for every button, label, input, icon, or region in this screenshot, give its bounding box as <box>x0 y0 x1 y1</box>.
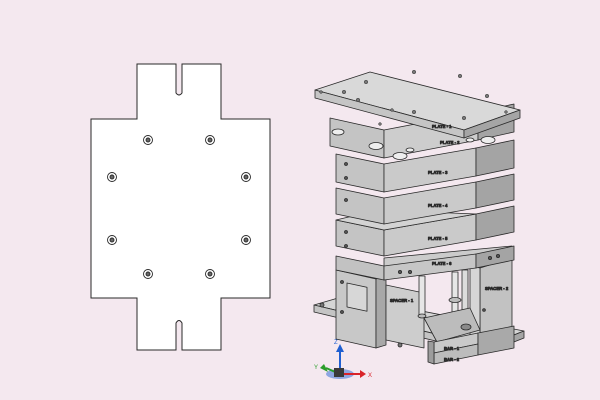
label-plate-2: PLATE - 2 <box>440 140 460 145</box>
hole-8 <box>205 269 215 279</box>
iso-mold-base[interactable]: SPACER - 2 SPACER - 1 BAR - <box>313 69 525 365</box>
top-view-outline <box>90 63 271 351</box>
label-plate-6: PLATE - 6 <box>432 261 452 266</box>
z-axis-arrow <box>336 344 344 352</box>
label-bar-1: BAR - 1 <box>444 346 460 351</box>
bottom-recess <box>423 307 481 343</box>
hole-4 <box>241 172 251 182</box>
spacer-window <box>346 282 368 312</box>
left-spacer-block <box>335 269 387 349</box>
label-plate-5: PLATE - 5 <box>428 236 448 241</box>
hole-7 <box>143 269 153 279</box>
y-axis-arrow <box>320 364 328 372</box>
guide-pin-left <box>418 275 426 317</box>
top-view-holes <box>107 135 251 279</box>
label-plate-4: PLATE - 4 <box>428 203 448 208</box>
center-spacer-block: SPACER - 1 <box>385 269 469 349</box>
plate-4: PLATE - 4 <box>335 173 515 225</box>
top-plate-holes <box>319 69 508 126</box>
triad-label-x: X <box>368 373 372 379</box>
triad-label-z: Z <box>334 340 338 346</box>
plate-1: PLATE - 1 <box>314 69 521 139</box>
triad-label-y: Y <box>314 365 318 371</box>
label-plate-1: PLATE - 1 <box>432 124 452 129</box>
hole-1 <box>143 135 153 145</box>
top-view-drawing <box>90 63 271 351</box>
hole-5 <box>107 235 117 245</box>
label-spacer-1: SPACER - 1 <box>390 298 414 303</box>
axis-triad[interactable]: Z X Y <box>314 340 372 379</box>
label-spacer-2: SPACER - 2 <box>485 286 509 291</box>
x-axis-arrow <box>360 370 366 378</box>
triad-cube <box>334 368 344 377</box>
plate-3: PLATE - 3 <box>335 139 515 193</box>
hole-3 <box>107 172 117 182</box>
hole-2 <box>205 135 215 145</box>
plate-5: PLATE - 5 <box>335 205 515 257</box>
plate-6: PLATE - 6 <box>335 245 515 281</box>
label-plate-3: PLATE - 3 <box>428 170 448 175</box>
hole-6 <box>241 235 251 245</box>
guide-bushings <box>331 128 496 160</box>
label-bar-2: BAR - 2 <box>444 357 460 362</box>
bar-blocks: BAR - 1 BAR - 2 <box>427 325 515 365</box>
